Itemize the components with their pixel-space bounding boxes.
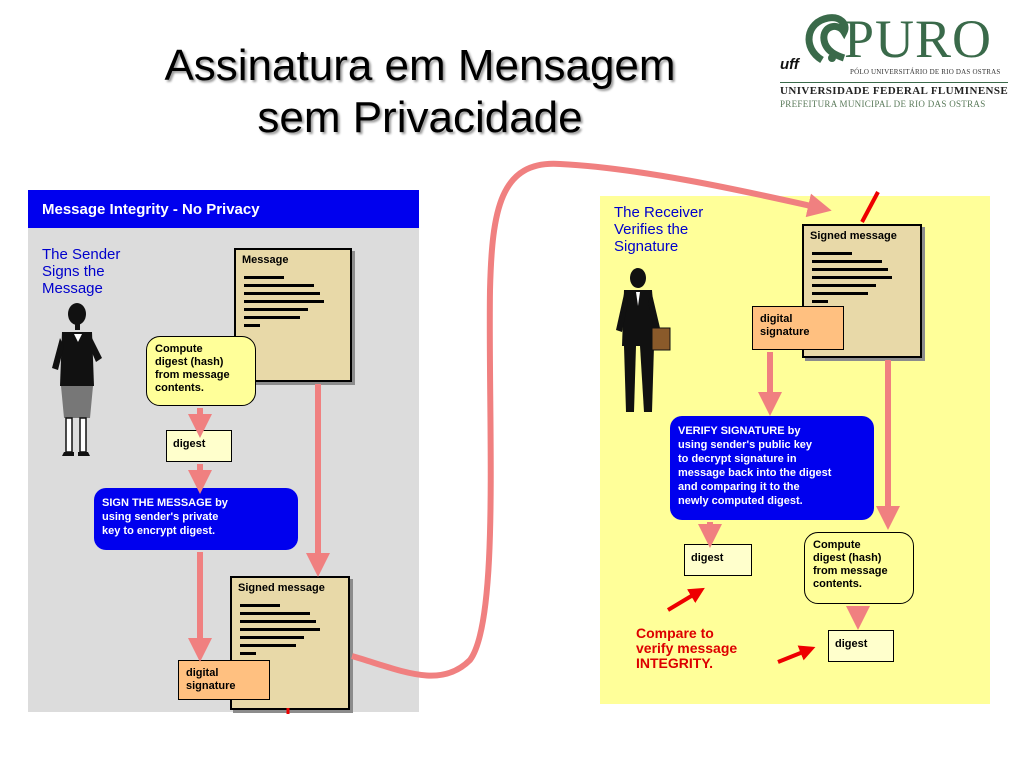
compare-caption-line: INTEGRITY. [636,655,714,671]
slide-title: Assinatura em Mensagem sem Privacidade [60,40,780,144]
receiver-compute-digest-note: Compute digest (hash) from message conte… [804,532,914,604]
logo-prefeitura: PREFEITURA MUNICIPAL DE RIO DAS OSTRAS [780,99,986,109]
message-document-label: Message [242,254,289,266]
logo-uff: uff [780,56,799,73]
puro-logo: uff PURO PÓLO UNIVERSITÁRIO DE RIO DAS O… [774,6,1014,126]
verify-note-line: and comparing it to the [678,481,800,493]
logo-brand: PURO [844,9,993,69]
receiver-caption-line: Verifies the [614,221,689,238]
compute-note-line: from message [155,369,230,381]
received-signature-box: digital signature [752,306,844,350]
sender-signature-box: digital signature [178,660,270,700]
logo-polo: PÓLO UNIVERSITÁRIO DE RIO DAS OSTRAS [850,68,1001,76]
compute-note-line: Compute [155,343,203,355]
sign-note-line: using sender's private [102,511,219,523]
sender-figure-icon [52,303,102,456]
receiver-figure-icon [616,268,671,412]
signature-line: digital [186,667,219,679]
title-line-1: Assinatura em Mensagem [164,41,676,90]
signature-line: signature [186,680,236,692]
sender-caption: The Sender Signs the Message [42,246,120,297]
sender-caption-line: Message [42,280,103,297]
sign-message-note: SIGN THE MESSAGE by using sender's priva… [94,488,298,550]
sender-caption-line: The Sender [42,246,121,263]
title-line-2: sem Privacidade [257,93,583,142]
sign-note-line: SIGN THE MESSAGE by [102,497,228,509]
compute-note-line: from message [813,565,888,577]
compute-note-line: contents. [813,578,862,590]
compute-note-line: digest (hash) [155,356,224,368]
compare-caption-line: Compare to [636,625,714,641]
sender-caption-line: Signs the [42,263,105,280]
verify-note-line: VERIFY SIGNATURE by [678,425,801,437]
verify-note-line: to decrypt signature in [678,453,797,465]
sender-panel: Message Integrity - No Privacy The Sende… [28,190,419,712]
received-signed-message-label: Signed message [810,230,897,242]
compute-note-line: Compute [813,539,861,551]
signature-line: digital [760,313,793,325]
verify-signature-note: VERIFY SIGNATURE by using sender's publi… [670,416,874,520]
compare-caption: Compare to verify message INTEGRITY. [636,626,737,671]
receiver-caption-line: The Receiver [614,204,704,221]
sender-digest-box: digest [166,430,232,462]
logo-divider [780,82,1008,83]
receiver-caption: The Receiver Verifies the Signature [614,204,703,255]
compare-caption-line: verify message [636,640,738,656]
compute-note-line: contents. [155,382,204,394]
logo-swirl-icon [805,14,849,63]
computed-digest-box: digest [828,630,894,662]
signed-message-label: Signed message [238,582,325,594]
decrypted-digest-box: digest [684,544,752,576]
compute-note-line: digest (hash) [813,552,882,564]
logo-university: UNIVERSIDADE FEDERAL FLUMINENSE [780,85,1009,97]
signature-line: signature [760,326,810,338]
verify-note-line: newly computed digest. [678,495,803,507]
verify-note-line: using sender's public key [678,439,813,451]
receiver-caption-line: Signature [614,238,679,255]
compute-digest-note: Compute digest (hash) from message conte… [146,336,256,406]
sender-panel-header: Message Integrity - No Privacy [28,190,419,228]
verify-note-line: message back into the digest [678,467,832,479]
sign-note-line: key to encrypt digest. [102,525,216,537]
receiver-panel: The Receiver Verifies the Signature Sign… [600,196,990,704]
